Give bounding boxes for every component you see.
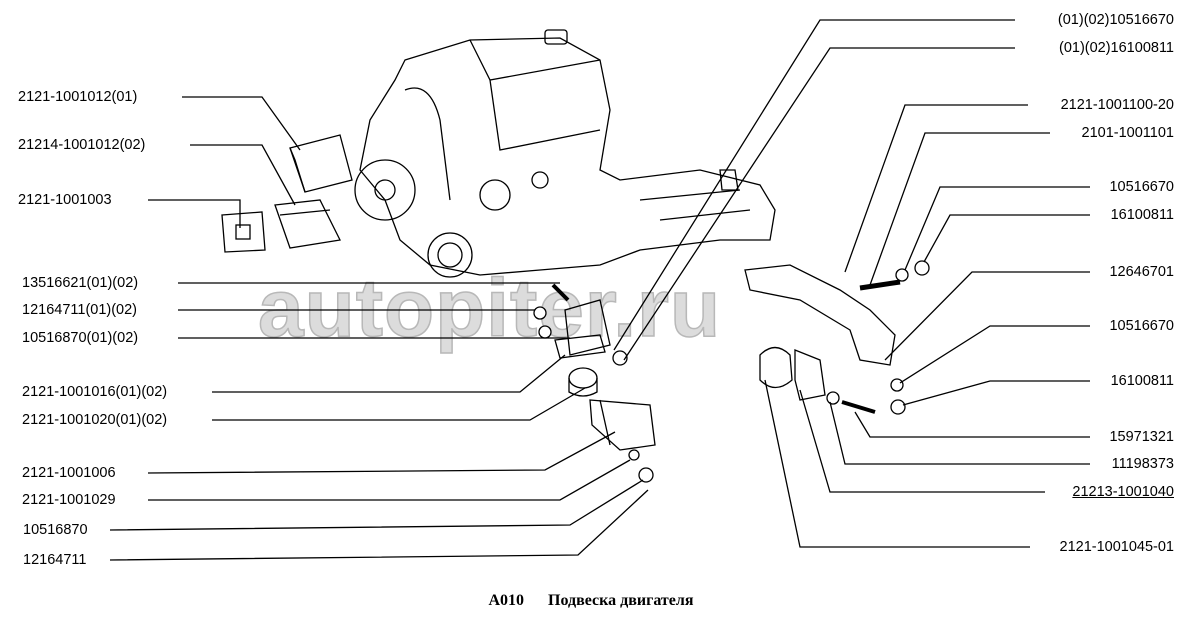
part-label[interactable]: 10516670 <box>1109 318 1174 334</box>
engine-drawing <box>354 29 776 278</box>
diagram-code: A010 <box>488 592 525 609</box>
part-label[interactable]: 11198373 <box>1111 456 1174 472</box>
part-label[interactable]: 13516621(01)(02) <box>22 275 139 291</box>
part-label[interactable]: 2121-1001006 <box>22 465 116 481</box>
watermark: autopiter.ru <box>257 262 722 355</box>
part-label[interactable]: 2121-1001012(01) <box>18 89 138 105</box>
part-label[interactable]: (01)(02)10516670 <box>1057 12 1174 28</box>
part-label[interactable]: 12164711 <box>23 552 87 568</box>
part-label[interactable]: 12164711(01)(02) <box>22 302 138 318</box>
part-label[interactable]: 10516870 <box>23 522 88 538</box>
part-label[interactable]: 2121-1001003 <box>18 192 112 208</box>
part-label[interactable]: 10516670 <box>1109 179 1174 195</box>
part-label[interactable]: 12646701 <box>1109 264 1174 280</box>
leader-lines <box>109 19 1090 561</box>
part-label-link[interactable]: 21213-1001040 <box>1072 484 1174 500</box>
part-label[interactable]: 2121-1001100-20 <box>1060 97 1174 113</box>
mount-brackets <box>221 134 901 451</box>
part-label[interactable]: 21214-1001012(02) <box>18 137 146 153</box>
part-label[interactable]: 2101-1001101 <box>1081 125 1174 141</box>
part-label[interactable]: 2121-1001020(01)(02) <box>22 412 168 428</box>
part-label[interactable]: 2121-1001016(01)(02) <box>22 384 168 400</box>
part-label[interactable]: 2121-1001045-01 <box>1059 539 1175 555</box>
nuts-washers <box>533 260 930 483</box>
part-label[interactable]: 16100811 <box>1110 207 1174 223</box>
part-label[interactable]: (01)(02)16100811 <box>1058 40 1174 56</box>
part-label[interactable]: 16100811 <box>1110 373 1174 389</box>
part-label[interactable]: 2121-1001029 <box>22 492 116 508</box>
part-label[interactable]: 15971321 <box>1109 429 1174 445</box>
part-label[interactable]: 10516870(01)(02) <box>22 330 139 346</box>
diagram-caption: A010 Подвеска двигателя <box>0 592 1182 610</box>
diagram-title: Подвеска двигателя <box>548 592 694 609</box>
